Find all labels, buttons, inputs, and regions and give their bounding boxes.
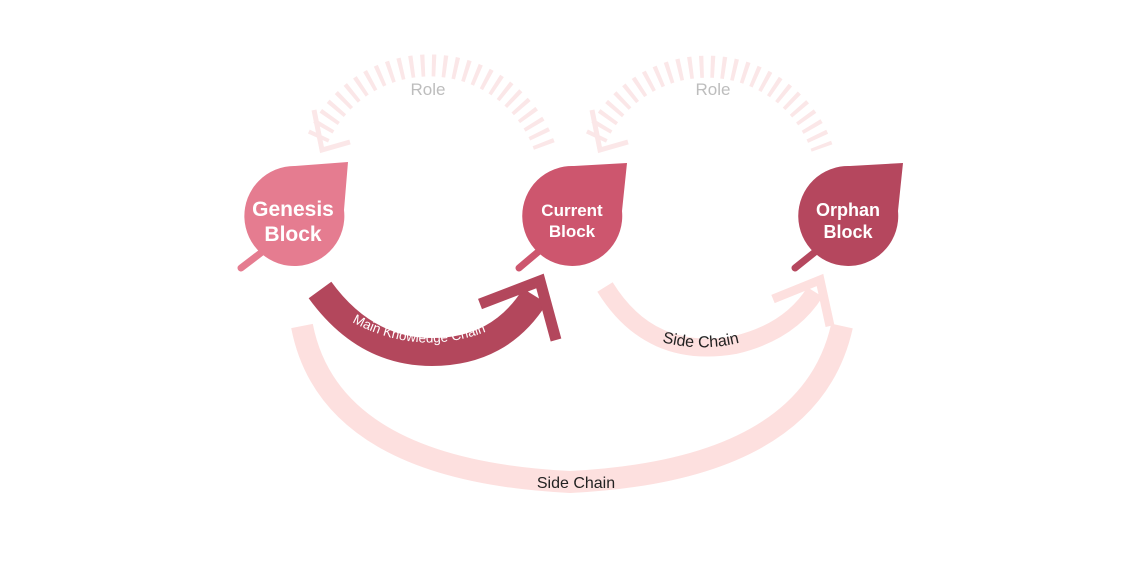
orphan-block-label-line1: Orphan bbox=[816, 200, 880, 220]
orphan-block-label-line2: Block bbox=[823, 222, 873, 242]
current-block-label-line2: Block bbox=[549, 222, 596, 241]
genesis-block-node: Genesis Block bbox=[237, 162, 348, 272]
orphan-block-node: Orphan Block bbox=[791, 163, 903, 272]
current-block-node: Current Block bbox=[515, 163, 627, 272]
role-arc-current bbox=[585, 55, 833, 154]
side-chain-long bbox=[291, 323, 853, 494]
genesis-block-label-line2: Block bbox=[264, 223, 322, 246]
role-label-current: Role bbox=[696, 80, 731, 99]
role-label-genesis: Role bbox=[411, 80, 446, 99]
role-arc-genesis bbox=[307, 54, 556, 154]
main-knowledge-chain bbox=[308, 273, 562, 367]
side-chain-short bbox=[597, 273, 835, 357]
side-chain-short-label: Side Chain bbox=[661, 329, 740, 351]
side-chain-long-label: Side Chain bbox=[537, 475, 615, 492]
current-block-label-line1: Current bbox=[541, 201, 603, 220]
genesis-block-label-line1: Genesis bbox=[252, 198, 334, 221]
